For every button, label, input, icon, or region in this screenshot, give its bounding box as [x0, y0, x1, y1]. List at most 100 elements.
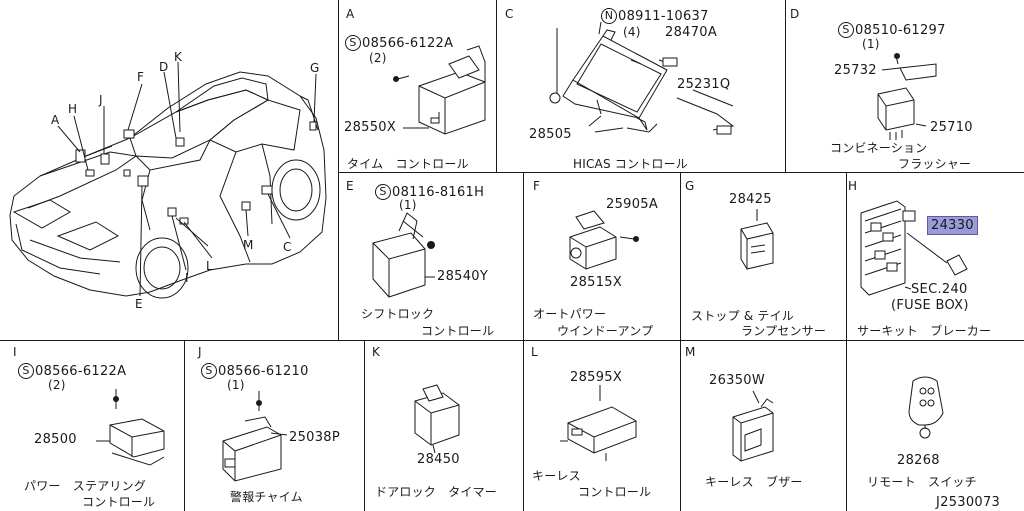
- panel-h: H 24330 SEC.240 (FUSE BOX) サーキット ブレーカー: [847, 173, 1024, 340]
- panel-l: L 28595X キーレス コントロール: [524, 341, 680, 511]
- shift-lock-control-drawing: [339, 173, 435, 340]
- part-number: (FUSE BOX): [891, 298, 969, 313]
- keyless-buzzer-drawing: [681, 341, 846, 511]
- part-caption: コントロール: [578, 485, 652, 499]
- warning-chime-drawing: [185, 341, 364, 511]
- panel-letter: G: [685, 179, 695, 193]
- panel-letter: H: [848, 179, 858, 193]
- part-number: 28470A: [665, 25, 718, 40]
- screw-symbol-icon: S: [345, 35, 361, 51]
- part-number: 28515X: [570, 275, 623, 290]
- part-caption: コンビネーション: [830, 141, 928, 155]
- grid-rule-kl: [523, 340, 524, 511]
- part-number: 25710: [930, 120, 973, 135]
- panel-k: K 28450 ドアロック タイマー: [365, 341, 523, 511]
- location-label-k: K: [174, 50, 182, 64]
- part-caption: HICAS コントロール: [573, 157, 688, 171]
- location-label-m: M: [243, 238, 254, 252]
- part-caption: オートパワー: [533, 307, 607, 321]
- part-number: 28595X: [570, 370, 623, 385]
- part-caption: キーレス: [532, 469, 581, 483]
- panel-letter: F: [533, 179, 540, 193]
- part-number: 28425: [729, 192, 772, 207]
- part-caption: サーキット ブレーカー: [857, 324, 992, 338]
- car-overview-panel: A H J F D K G C M E I L: [0, 0, 338, 340]
- part-caption: コントロール: [82, 495, 156, 509]
- part-quantity: (1): [399, 198, 417, 212]
- panel-letter: L: [531, 345, 538, 359]
- part-caption: コントロール: [421, 324, 495, 338]
- part-number: 25732: [834, 63, 877, 78]
- location-label-i: I: [185, 271, 189, 285]
- door-lock-timer-drawing: [365, 341, 523, 511]
- panel-letter: K: [372, 345, 380, 359]
- panel-letter: D: [790, 7, 800, 21]
- part-caption: 警報チャイム: [230, 490, 303, 504]
- location-label-j: J: [99, 93, 103, 107]
- location-label-h: H: [68, 102, 78, 116]
- panel-letter: A: [346, 7, 355, 21]
- grid-rule-overview: [338, 0, 339, 340]
- part-caption: ドアロック タイマー: [375, 485, 498, 499]
- part-number: SEC.240: [911, 282, 968, 297]
- grid-rule-middle: [0, 340, 1024, 341]
- part-quantity: (2): [369, 51, 387, 65]
- part-caption: シフトロック: [361, 307, 435, 321]
- part-number: 28540Y: [437, 269, 489, 284]
- part-caption: ウインドーアンプ: [557, 324, 654, 338]
- part-number: 25905A: [606, 197, 659, 212]
- keyless-control-drawing: [524, 341, 680, 511]
- part-quantity: (1): [227, 378, 245, 392]
- part-caption: パワー ステアリング: [24, 479, 147, 493]
- location-label-d: D: [159, 60, 169, 74]
- panel-letter: I: [13, 345, 17, 359]
- part-number: 25038P: [289, 430, 340, 445]
- part-number: 28550X: [344, 120, 397, 135]
- panel-letter: E: [346, 179, 354, 193]
- part-number: 28500: [34, 432, 77, 447]
- grid-rule-ef: [523, 172, 524, 340]
- nut-symbol-icon: N: [601, 8, 617, 24]
- part-caption: ランプセンサー: [741, 324, 827, 338]
- grid-rule-upper: [338, 172, 1024, 173]
- diagram-code: J2530073: [936, 495, 1001, 510]
- panel-letter: J: [198, 345, 202, 359]
- grid-rule-lm: [680, 340, 681, 511]
- grid-rule-mn: [846, 340, 847, 511]
- part-quantity: (2): [48, 378, 66, 392]
- part-number: 28505: [529, 127, 572, 142]
- hicas-control-drawing: [497, 0, 785, 172]
- stop-tail-lamp-sensor-drawing: [681, 173, 846, 340]
- remote-switch-keyfob-drawing: [847, 341, 1024, 511]
- part-caption: フラッシャー: [898, 157, 972, 171]
- location-label-e: E: [135, 297, 143, 311]
- panel-f: F 25905A 28515X オートパワー ウインドーアンプ: [524, 173, 680, 340]
- car-outline-drawing: [0, 0, 338, 340]
- panel-letter: M: [685, 345, 696, 359]
- location-label-g: G: [310, 61, 320, 75]
- grid-rule-ij: [184, 340, 185, 511]
- panel-m: M 26350W キーレス ブザー: [681, 341, 846, 511]
- part-number: 28268: [897, 453, 940, 468]
- power-steering-control-drawing: [0, 341, 184, 511]
- grid-rule-fg: [680, 172, 681, 340]
- screw-symbol-icon: S: [375, 184, 391, 200]
- screw-symbol-icon: S: [201, 363, 217, 379]
- grid-rule-jk: [364, 340, 365, 511]
- location-label-l: L: [206, 259, 213, 273]
- grid-rule-gh: [846, 172, 847, 340]
- part-quantity: (4): [623, 25, 641, 39]
- circuit-breaker-fuse-box-drawing: [847, 173, 1024, 340]
- panel-g: G 28425 ストップ & テイル ランプセンサー: [681, 173, 846, 340]
- part-quantity: (1): [862, 37, 880, 51]
